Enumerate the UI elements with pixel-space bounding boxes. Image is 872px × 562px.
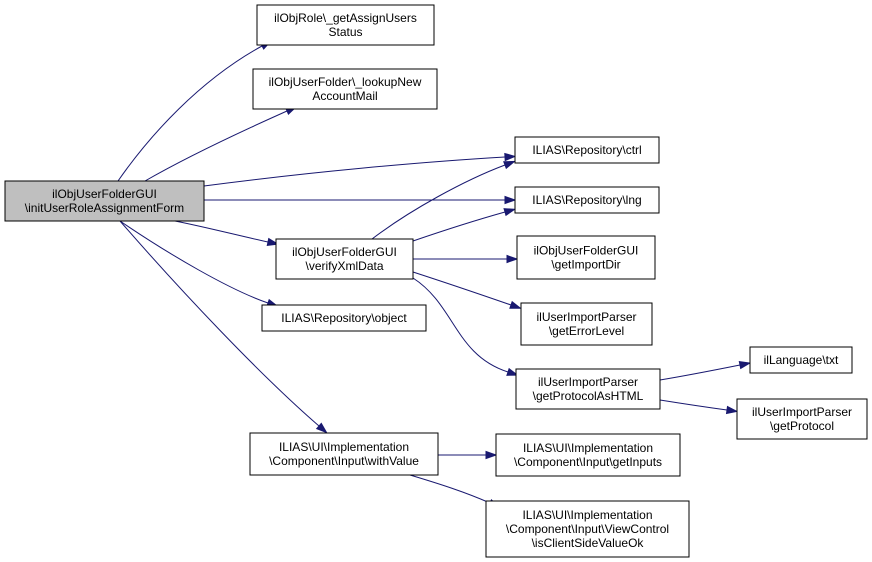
edge-line	[203, 156, 506, 187]
node-label-line: ILIAS\Repository\lng	[532, 193, 641, 207]
node-box	[495, 433, 681, 477]
node-box	[520, 302, 653, 346]
node-getProtocol[interactable]: ilUserImportParser\getProtocol	[736, 398, 868, 440]
node-label-line: \initUserRoleAssignmentForm	[25, 201, 184, 215]
arrowhead-icon	[506, 254, 519, 264]
node-getInputs[interactable]: ILIAS\UI\Implementation\Component\Input\…	[495, 433, 681, 477]
nodes: ilObjUserFolderGUI\initUserRoleAssignmen…	[4, 4, 868, 558]
arrowhead-icon	[485, 450, 498, 460]
edge-withValue-to-getInputs	[438, 450, 498, 460]
node-label-line: ilUserImportParser	[752, 405, 852, 419]
node-root[interactable]: ilObjUserFolderGUI\initUserRoleAssignmen…	[4, 180, 205, 222]
edge-root-to-withValue	[119, 220, 328, 434]
node-box	[261, 304, 427, 332]
node-label-line: ilLanguage\txt	[764, 353, 839, 367]
arrowhead-icon	[315, 422, 328, 434]
node-getErrorLevel[interactable]: ilUserImportParser\getErrorLevel	[520, 302, 653, 346]
node-box	[252, 68, 438, 110]
node-box	[515, 368, 661, 410]
edge-line	[409, 474, 491, 504]
node-label-line: \isClientSideValueOk	[532, 536, 645, 550]
node-isClientSideValueOk[interactable]: ILIAS\UI\Implementation\Component\Input\…	[485, 500, 690, 558]
node-box	[256, 4, 435, 46]
edge-line	[117, 45, 263, 182]
node-label-line: \getProtocol	[770, 419, 834, 433]
node-label-line: ILIAS\UI\Implementation	[279, 440, 409, 454]
edge-line	[659, 364, 741, 381]
node-box	[275, 238, 414, 280]
node-getProtocolAsHTML[interactable]: ilUserImportParser\getProtocolAsHTML	[515, 368, 661, 410]
node-label-line: \verifyXmlData	[305, 259, 383, 273]
node-label-line: Status	[328, 25, 362, 39]
edge-getProtocolAsHTML-to-langTxt	[659, 360, 752, 381]
node-box	[749, 346, 853, 374]
node-label-line: \getProtocolAsHTML	[533, 389, 644, 403]
edge-line	[371, 164, 506, 240]
edge-line	[659, 399, 728, 411]
node-repoLng[interactable]: ILIAS\Repository\lng	[514, 186, 660, 214]
node-label-line: ilObjUserFolder\_lookupNew	[269, 75, 422, 89]
edge-verifyXmlData-to-getErrorLevel	[412, 271, 522, 309]
node-box	[485, 500, 690, 558]
node-label-line: ilObjUserFolderGUI	[52, 187, 157, 201]
edge-getProtocolAsHTML-to-getProtocol	[659, 399, 739, 415]
node-label-line: ilUserImportParser	[538, 375, 638, 389]
arrowhead-icon	[509, 300, 522, 309]
node-label-line: \Component\Input\ViewControl	[506, 522, 669, 536]
edge-verifyXmlData-to-repoLng	[412, 208, 517, 242]
edge-root-to-repoLng	[204, 195, 517, 205]
node-box	[4, 180, 205, 222]
node-label-line: ilObjRole\_getAssignUsers	[274, 11, 417, 25]
node-getImportDir[interactable]: ilObjUserFolderGUI\getImportDir	[516, 235, 656, 280]
node-box	[514, 136, 660, 164]
edge-verifyXmlData-to-getImportDir	[413, 254, 519, 264]
node-box	[516, 235, 656, 280]
node-label-line: AccountMail	[312, 89, 377, 103]
edge-root-to-repoCtrl	[203, 152, 517, 187]
edge-line	[119, 220, 269, 304]
arrowhead-icon	[503, 160, 516, 170]
node-label-line: ILIAS\UI\Implementation	[523, 441, 653, 455]
node-withValue[interactable]: ILIAS\UI\Implementation\Component\Input\…	[249, 432, 439, 476]
edge-verifyXmlData-to-repoCtrl	[371, 160, 516, 240]
node-verifyXmlData[interactable]: ilObjUserFolderGUI\verifyXmlData	[275, 238, 414, 280]
node-repoCtrl[interactable]: ILIAS\Repository\ctrl	[514, 136, 660, 164]
node-label-line: \getErrorLevel	[549, 324, 624, 338]
node-box	[514, 186, 660, 214]
node-box	[736, 398, 868, 440]
edge-root-to-lookupNewAccountMail	[144, 106, 298, 182]
arrowhead-icon	[266, 237, 280, 247]
edge-line	[412, 211, 506, 242]
edge-line	[412, 277, 509, 373]
node-label-line: \getImportDir	[551, 258, 620, 272]
arrowhead-icon	[738, 360, 752, 370]
arrowhead-icon	[725, 405, 739, 415]
node-langTxt[interactable]: ilLanguage\txt	[749, 346, 853, 374]
node-label-line: ILIAS\Repository\ctrl	[532, 143, 641, 157]
edge-verifyXmlData-to-getProtocolAsHTML	[412, 277, 519, 376]
node-label-line: \Component\Input\withValue	[269, 454, 419, 468]
node-label-line: ilUserImportParser	[536, 310, 636, 324]
arrowhead-icon	[504, 195, 517, 205]
edge-line	[174, 220, 269, 243]
edge-root-to-verifyXmlData	[174, 220, 280, 247]
edge-line	[119, 220, 320, 427]
arrowhead-icon	[506, 367, 519, 376]
edge-line	[144, 110, 288, 182]
arrowhead-icon	[503, 208, 517, 217]
node-label-line: \Component\Input\getInputs	[514, 455, 662, 469]
arrowhead-icon	[504, 152, 517, 162]
node-box	[249, 432, 439, 476]
edge-root-to-getAssignUsersStatus	[117, 40, 273, 182]
edge-root-to-repoObject	[119, 220, 279, 307]
node-label-line: ilObjUserFolderGUI	[534, 244, 639, 258]
node-label-line: ILIAS\Repository\object	[281, 311, 407, 325]
node-label-line: ilObjUserFolderGUI	[292, 245, 397, 259]
node-label-line: ILIAS\UI\Implementation	[522, 508, 652, 522]
node-repoObject[interactable]: ILIAS\Repository\object	[261, 304, 427, 332]
edge-line	[412, 271, 512, 306]
